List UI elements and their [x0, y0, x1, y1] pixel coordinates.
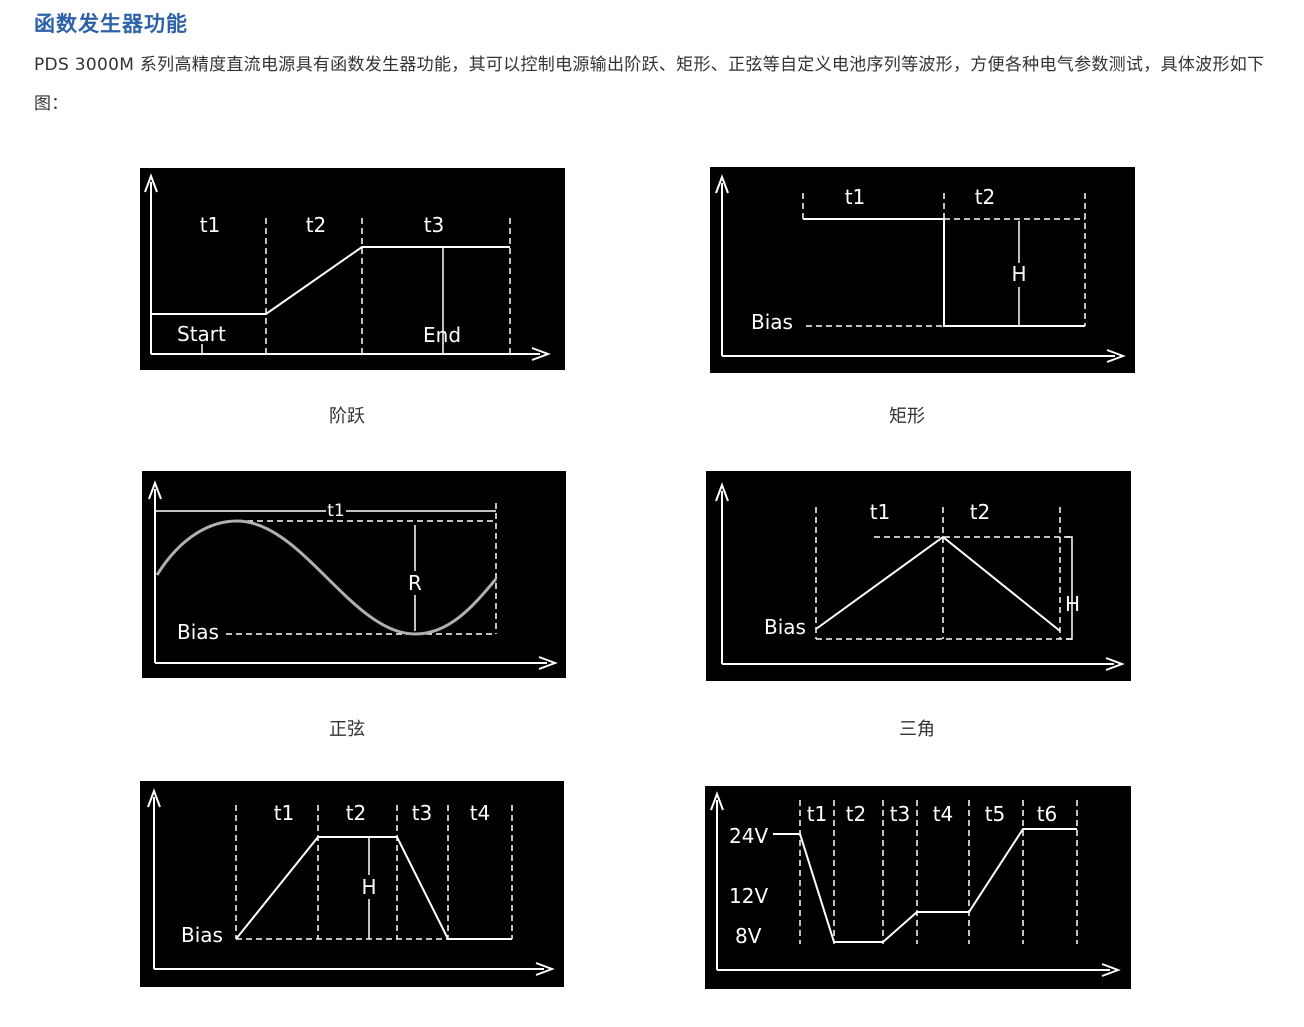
rectangle-waveform-line	[803, 218, 1085, 327]
step-waveform-line	[151, 246, 510, 315]
sequence-24v-label: 24V	[729, 824, 768, 848]
sine-waveform-figure: t1 R Bias	[142, 471, 566, 678]
step-start-label: Start	[177, 322, 226, 346]
rectangle-waveform-figure: t1 t2 H Bias	[710, 167, 1135, 373]
trapezoid-h-label: H	[361, 875, 376, 899]
triangle-waveform-figure: t1 t2 H Bias	[706, 471, 1131, 681]
section-title: 函数发生器功能	[34, 12, 188, 36]
trapezoid-bias-label: Bias	[181, 923, 223, 947]
sequence-t6-label: t6	[1037, 802, 1058, 826]
sequence-t5-label: t5	[985, 802, 1006, 826]
section-description: PDS 3000M 系列高精度直流电源具有函数发生器功能，其可以控制电源输出阶跃…	[34, 55, 1265, 114]
triangle-t2-label: t2	[970, 500, 991, 524]
trapezoid-t2-label: t2	[346, 801, 367, 825]
sequence-waveform-line	[773, 828, 1077, 943]
sine-t1-label: t1	[327, 501, 344, 521]
rectangle-t1-label: t1	[845, 185, 866, 209]
triangle-waveform-line	[815, 535, 1061, 632]
trapezoid-t1-label: t1	[274, 801, 295, 825]
triangle-caption: 三角	[899, 719, 935, 740]
triangle-h-label: H	[1065, 592, 1080, 616]
trapezoid-waveform-figure: t1 t2 t3 t4 H Bias	[140, 781, 564, 987]
sine-bias-label: Bias	[177, 620, 219, 644]
step-caption: 阶跃	[329, 406, 365, 427]
trapezoid-t4-label: t4	[470, 801, 491, 825]
sequence-waveform-figure: t1 t2 t3 t4 t5 t6 24V 12V 8V	[705, 786, 1131, 989]
sequence-t3-label: t3	[890, 802, 911, 826]
rectangle-caption: 矩形	[889, 406, 925, 427]
sine-caption: 正弦	[329, 719, 365, 740]
step-t3-label: t3	[424, 213, 445, 237]
triangle-t1-label: t1	[870, 500, 891, 524]
triangle-bias-label: Bias	[764, 615, 806, 639]
step-t2-label: t2	[306, 213, 327, 237]
step-end-label: End	[423, 323, 461, 347]
trapezoid-waveform-line	[235, 836, 512, 940]
rectangle-h-label: H	[1011, 262, 1026, 286]
sine-waveform-line	[155, 519, 498, 636]
sequence-12v-label: 12V	[729, 884, 768, 908]
trapezoid-t3-label: t3	[412, 801, 433, 825]
sequence-t4-label: t4	[933, 802, 954, 826]
sequence-8v-label: 8V	[735, 924, 762, 948]
sequence-t1-label: t1	[807, 802, 828, 826]
step-waveform-figure: t1 t2 t3 Start End	[140, 168, 565, 370]
rectangle-t2-label: t2	[975, 185, 996, 209]
step-t1-label: t1	[200, 213, 221, 237]
rectangle-bias-label: Bias	[751, 310, 793, 334]
sine-r-label: R	[408, 571, 422, 595]
sequence-t2-label: t2	[846, 802, 867, 826]
